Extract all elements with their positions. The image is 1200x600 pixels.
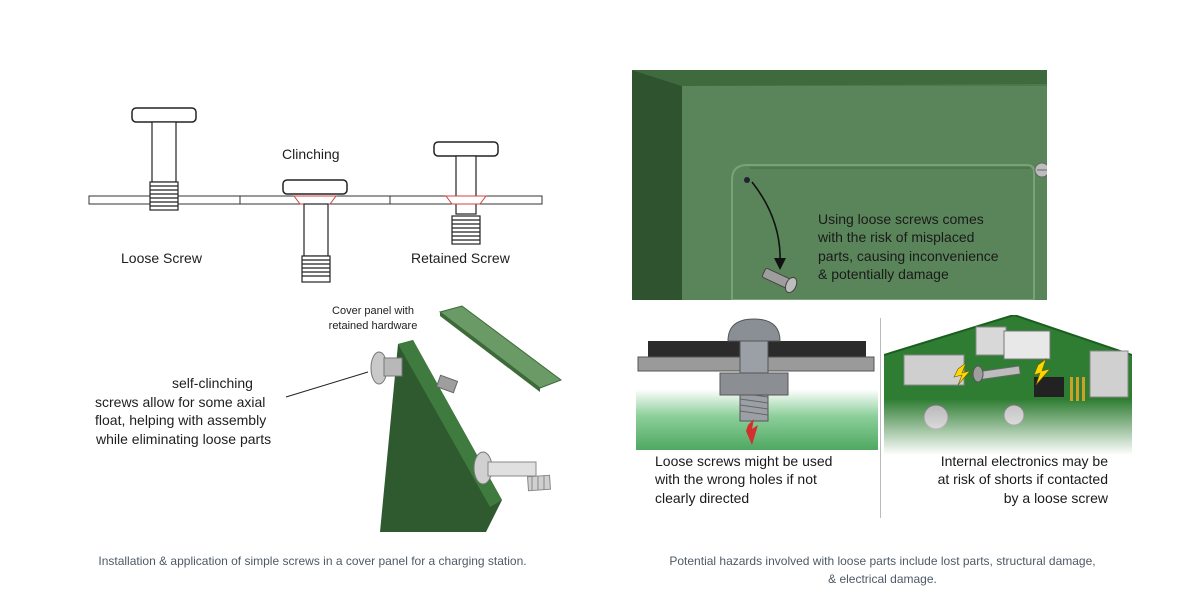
cover-panel-illustration (285, 305, 563, 532)
cover-panel-callout: Cover panel with retained hardware (328, 305, 418, 332)
pcb-text: Internal electronics may be at risk of s… (937, 453, 1108, 506)
retained-screw-label: Retained Screw (411, 250, 510, 266)
loose-screw-panel-photo (632, 70, 1047, 300)
left-caption: Installation & application of simple scr… (98, 554, 527, 568)
pcb-illustration (884, 315, 1132, 455)
retained-screw-icon (433, 141, 499, 245)
bolt-text: Loose screws might be used with the wron… (655, 453, 833, 506)
right-caption: Potential hazards involved with loose pa… (669, 554, 1096, 586)
captive-screw-top-icon (370, 351, 459, 394)
clinching-label: Clinching (282, 146, 340, 162)
self-clinching-description: self-clinching screws allow for some axi… (95, 375, 272, 447)
panel-divider (880, 318, 881, 518)
loose-screw-icon (131, 107, 197, 211)
top-photo-text: Using loose screws comes with the risk o… (818, 211, 999, 282)
warning-spark-icon (746, 419, 758, 445)
captive-screw-bottom-icon (473, 451, 551, 492)
bolt-cross-section-illustration (636, 315, 878, 450)
screw-types-diagram (88, 107, 543, 283)
loose-screw-icon (761, 267, 798, 294)
loose-screw-label: Loose Screw (121, 250, 202, 266)
screw-top-right-icon (1034, 162, 1047, 178)
clinching-screw-icon (282, 179, 348, 283)
